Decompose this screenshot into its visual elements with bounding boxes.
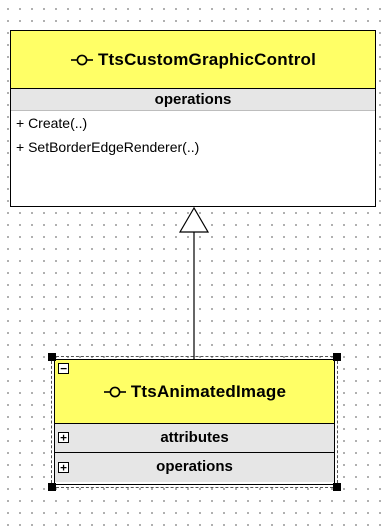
class-header[interactable]: TtsCustomGraphicControl xyxy=(11,31,375,89)
operation-item[interactable]: + SetBorderEdgeRenderer(..) xyxy=(16,139,200,155)
operations-section-header[interactable]: + operations xyxy=(55,453,334,482)
class-name: TtsCustomGraphicControl xyxy=(97,49,317,69)
class-box-child[interactable]: − TtsAnimatedImage + attributes + operat… xyxy=(54,359,335,485)
section-label: attributes xyxy=(160,429,229,446)
expand-toggle-icon[interactable]: + xyxy=(58,461,69,473)
class-icon xyxy=(103,386,126,397)
attributes-section-header[interactable]: + attributes xyxy=(55,424,334,453)
class-header[interactable]: − TtsAnimatedImage xyxy=(55,360,334,424)
operations-section-header[interactable]: operations xyxy=(11,89,375,111)
inheritance-arrowhead[interactable] xyxy=(178,206,210,233)
class-icon xyxy=(70,54,93,65)
operation-item[interactable]: + Create(..) xyxy=(16,115,88,131)
class-name: TtsAnimatedImage xyxy=(130,381,287,401)
class-box-parent[interactable]: TtsCustomGraphicControl operations + Cre… xyxy=(10,30,376,207)
expand-toggle-icon[interactable]: + xyxy=(58,432,69,443)
section-label: operations xyxy=(156,458,233,475)
collapse-toggle-icon[interactable]: − xyxy=(58,363,69,374)
